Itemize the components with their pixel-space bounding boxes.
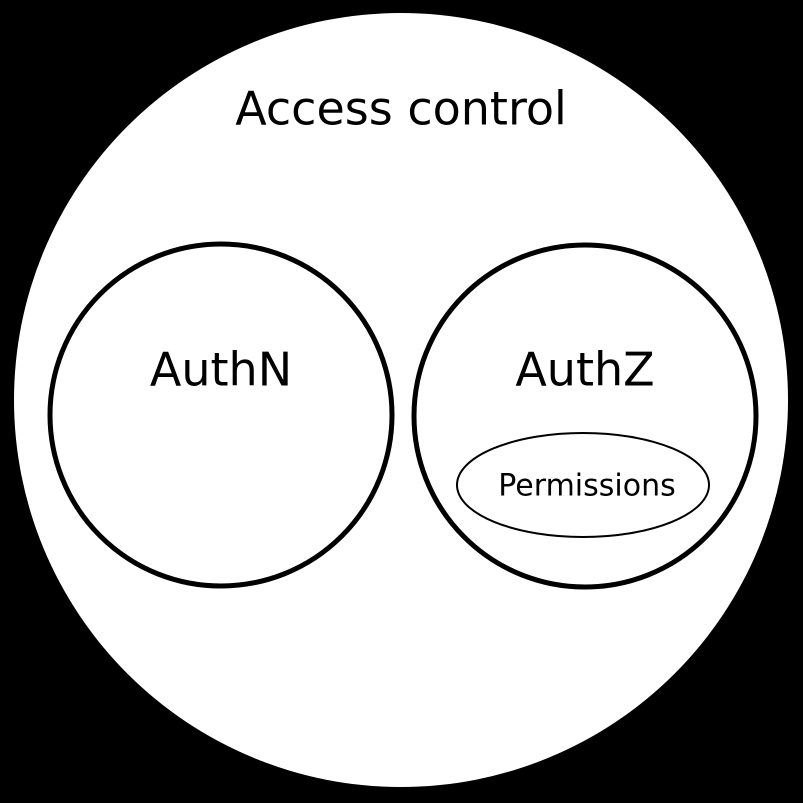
group-label-authn: AuthN [150,343,292,397]
nested-label-permissions: Permissions [498,469,675,504]
nested-ellipse-permissions[interactable] [456,432,710,538]
group-circle-authn[interactable] [47,241,395,589]
outer-circle-access-control[interactable] [14,13,788,787]
group-label-authz: AuthZ [515,343,654,397]
outer-circle-label: Access control [235,82,567,136]
